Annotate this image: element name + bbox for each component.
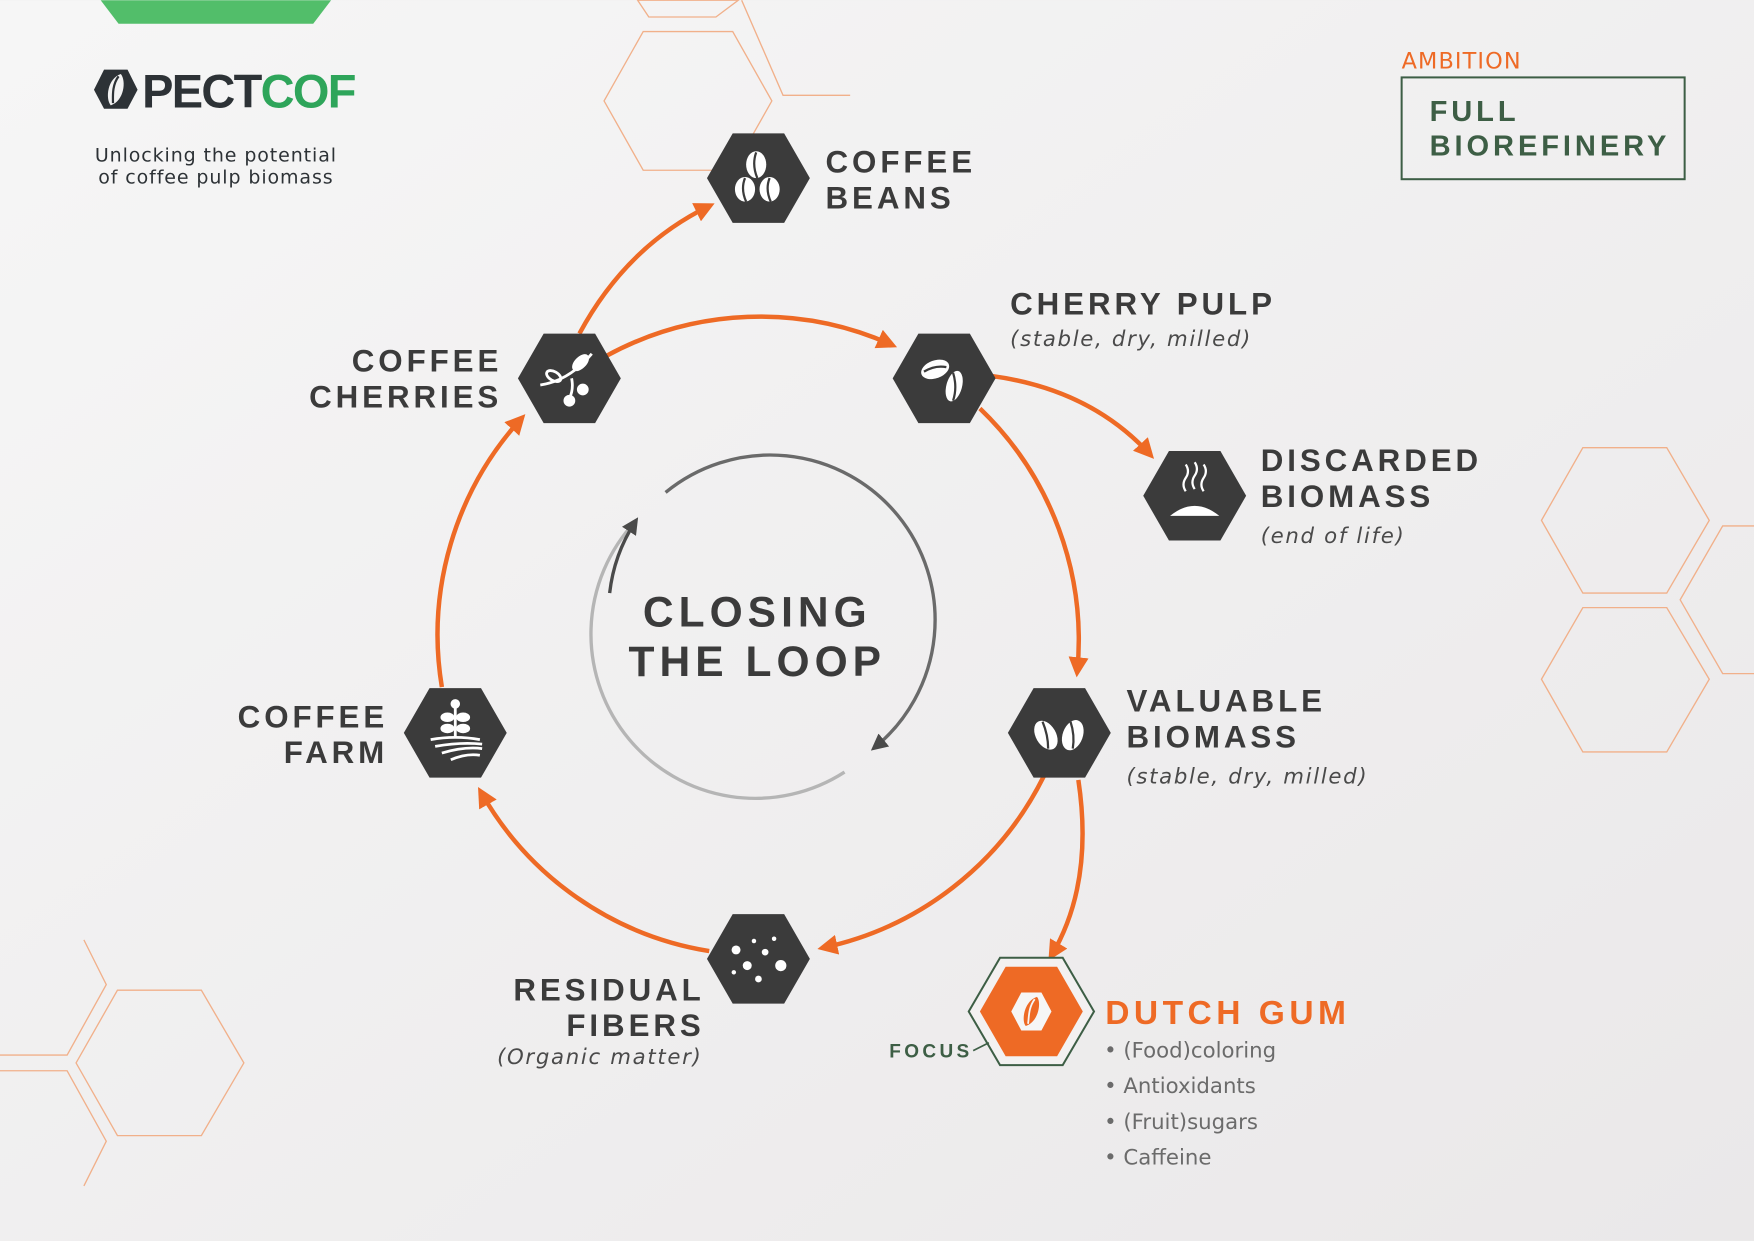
logo-pect: PECT bbox=[142, 65, 263, 118]
coffee-beans-icon bbox=[734, 151, 780, 203]
arrow-cherries-to-pulp bbox=[605, 314, 898, 358]
arrow-pulp-to-discarded bbox=[991, 373, 1155, 459]
svg-text:PECTCOF: PECTCOF bbox=[142, 65, 355, 118]
farm-label-2: FARM bbox=[284, 735, 388, 770]
decorative-hexagons bbox=[0, 0, 1754, 1187]
tagline-line-2: of coffee pulp biomass bbox=[98, 167, 333, 189]
farm-icon bbox=[430, 699, 483, 762]
discarded-label-2: BIOMASS bbox=[1261, 479, 1435, 514]
residual-label-1: RESIDUAL bbox=[513, 972, 704, 1007]
valuable-label-1: VALUABLE bbox=[1126, 684, 1325, 719]
focus-label: FOCUS bbox=[889, 1041, 972, 1062]
dutch-gum-title: DUTCH GUM bbox=[1105, 995, 1350, 1032]
ambition-label: AMBITION bbox=[1402, 48, 1522, 74]
node-cherry-pulp bbox=[892, 333, 996, 424]
arrow-cherries-to-beans bbox=[577, 203, 715, 335]
arrow-farm-to-cherries bbox=[435, 414, 526, 688]
beans-label-1: COFFEE bbox=[826, 144, 976, 179]
dutch-gum-item: • Antioxidants bbox=[1104, 1074, 1256, 1099]
node-valuable-biomass bbox=[1007, 688, 1111, 778]
dutch-gum-item: • (Food)coloring bbox=[1104, 1038, 1276, 1063]
center-loop: CLOSING THE LOOP bbox=[589, 453, 937, 801]
arrow-residual-to-farm bbox=[478, 786, 710, 954]
center-line-2: THE LOOP bbox=[629, 639, 887, 686]
dutch-gum-item: • Caffeine bbox=[1104, 1146, 1211, 1171]
top-tab bbox=[100, 0, 332, 24]
node-dutch-gum bbox=[967, 956, 1096, 1067]
pulp-sub: (stable, dry, milled) bbox=[1010, 327, 1252, 352]
pulp-label: CHERRY PULP bbox=[1010, 287, 1276, 322]
farm-label-1: COFFEE bbox=[238, 699, 388, 734]
arrow-valuable-to-residual bbox=[817, 775, 1046, 955]
ambition-line-2: BIOREFINERY bbox=[1430, 131, 1671, 163]
logo-cof: COF bbox=[261, 65, 355, 118]
flow-arrows bbox=[435, 203, 1155, 961]
branch-icon bbox=[540, 352, 593, 407]
valuable-label-2: BIOMASS bbox=[1126, 719, 1300, 754]
residual-label-2: FIBERS bbox=[566, 1008, 704, 1043]
cherries-label-2: CHERRIES bbox=[309, 379, 502, 414]
focus-pointer bbox=[972, 1042, 990, 1052]
node-discarded-biomass bbox=[1143, 451, 1247, 541]
ambition-box bbox=[1400, 76, 1686, 181]
center-line-1: CLOSING bbox=[643, 590, 872, 637]
pectcof-logo: PECTCOF bbox=[93, 65, 356, 118]
ambition-line-1: FULL bbox=[1430, 96, 1520, 128]
arrow-valuable-to-dutch-gum bbox=[1048, 779, 1085, 961]
node-coffee-cherries bbox=[517, 333, 621, 424]
coffee-husk-icon bbox=[1034, 720, 1084, 751]
pulp-icon bbox=[921, 359, 963, 402]
node-coffee-farm bbox=[403, 688, 507, 778]
beans-label-2: BEANS bbox=[826, 180, 955, 215]
cherries-label-1: COFFEE bbox=[352, 344, 502, 379]
dutch-gum-item: • (Fruit)sugars bbox=[1104, 1110, 1258, 1135]
node-residual-fibers bbox=[706, 914, 810, 1004]
smoking-pile-icon bbox=[1170, 461, 1220, 516]
discarded-sub: (end of life) bbox=[1261, 524, 1406, 549]
valuable-sub: (stable, dry, milled) bbox=[1126, 764, 1368, 789]
residual-sub: (Organic matter) bbox=[497, 1045, 702, 1070]
node-coffee-beans bbox=[706, 133, 810, 223]
discarded-label-1: DISCARDED bbox=[1261, 443, 1482, 478]
arrow-pulp-to-valuable bbox=[978, 406, 1089, 678]
particles-icon bbox=[731, 936, 787, 983]
tagline-line-1: Unlocking the potential bbox=[95, 144, 337, 166]
